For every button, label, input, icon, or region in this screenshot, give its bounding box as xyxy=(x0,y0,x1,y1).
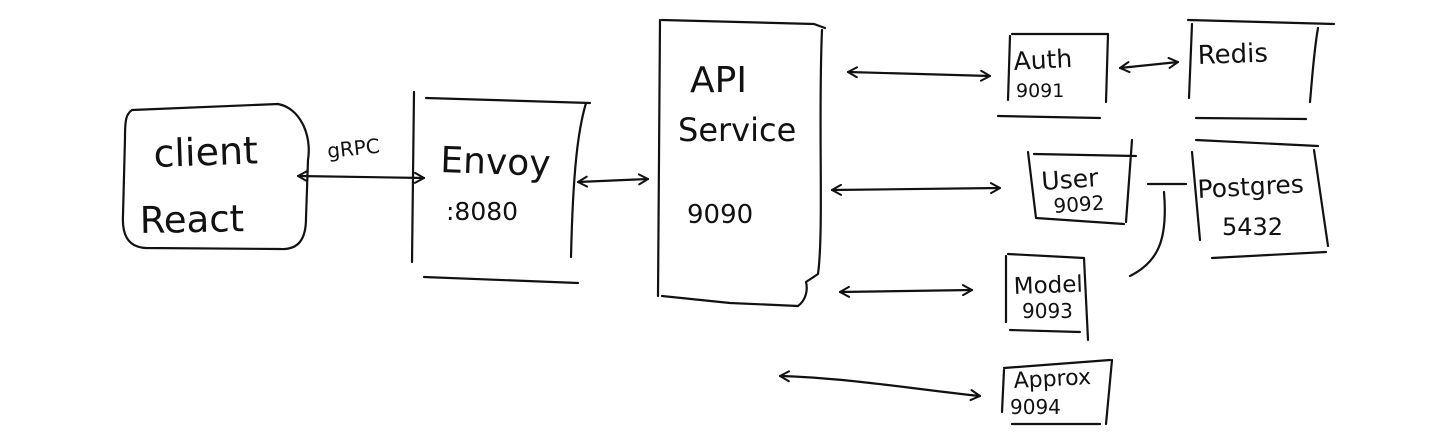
redis-label: Redis xyxy=(1197,39,1268,71)
auth-box xyxy=(996,32,1110,120)
envoy-node: Envoy :8080 xyxy=(410,90,592,285)
user-port-label: 9092 xyxy=(1053,190,1105,217)
auth-redis-connector xyxy=(1118,56,1180,74)
client-label: client xyxy=(153,128,259,176)
envoy-box-top xyxy=(424,96,592,105)
client-box xyxy=(121,102,310,251)
model-port-label: 9093 xyxy=(1022,299,1073,323)
api-service-label: Service xyxy=(678,111,796,149)
user-node: User 9092 xyxy=(1026,138,1138,226)
model-node: Model 9093 xyxy=(1004,252,1090,342)
user-box xyxy=(1026,138,1138,226)
api-service-node: API Service 9090 xyxy=(656,18,827,308)
redis-node: Redis xyxy=(1186,18,1336,121)
postgres-node: Postgres 5432 xyxy=(1190,138,1330,260)
client-framework-label: React xyxy=(139,197,244,242)
api-user-connector xyxy=(830,182,1002,196)
envoy-label: Envoy xyxy=(440,140,552,185)
envoy-box-right xyxy=(569,101,588,259)
approx-port-label: 9094 xyxy=(1010,395,1061,419)
api-model-connector xyxy=(838,284,974,298)
envoy-api-connector xyxy=(576,173,650,188)
postgres-label: Postgres xyxy=(1197,169,1305,204)
approx-box xyxy=(1000,358,1114,426)
redis-box xyxy=(1186,18,1336,121)
envoy-port-label: :8080 xyxy=(446,197,518,226)
model-box xyxy=(1004,252,1090,342)
api-label: API xyxy=(690,60,747,101)
client-envoy-connector xyxy=(296,170,426,184)
client-node: client React xyxy=(121,102,310,251)
model-label: Model xyxy=(1013,272,1083,300)
auth-label: Auth xyxy=(1013,44,1073,76)
postgres-box xyxy=(1190,138,1330,260)
api-port-label: 9090 xyxy=(687,200,753,230)
postgres-port-label: 5432 xyxy=(1222,213,1283,241)
approx-label: Approx xyxy=(1013,365,1092,394)
approx-node: Approx 9094 xyxy=(1000,358,1114,426)
api-approx-connector xyxy=(778,370,982,402)
user-label: User xyxy=(1040,163,1100,196)
envoy-box-left xyxy=(410,90,416,264)
auth-node: Auth 9091 xyxy=(996,32,1110,120)
envoy-box-bottom xyxy=(422,275,580,285)
auth-port-label: 9091 xyxy=(1016,80,1064,102)
model-postgres-connector xyxy=(1128,190,1166,278)
api-service-box xyxy=(656,18,827,308)
grpc-label: gRPC xyxy=(326,134,381,163)
api-auth-connector xyxy=(846,66,992,82)
